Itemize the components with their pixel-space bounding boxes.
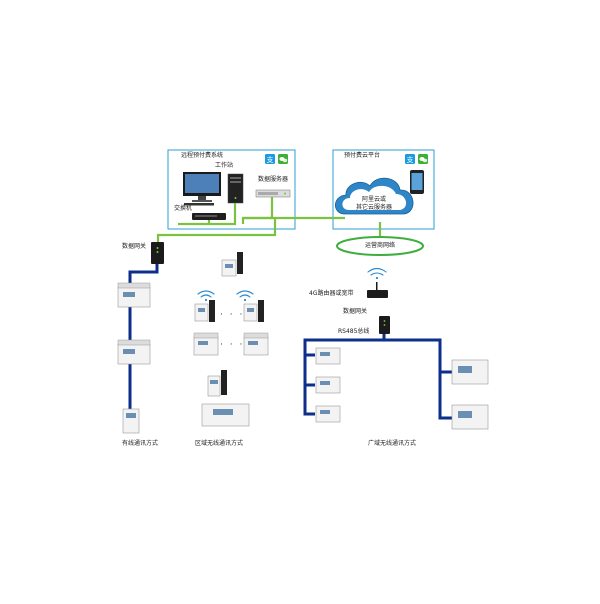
carrier-network-ellipse	[336, 236, 424, 256]
router-icon	[367, 282, 388, 298]
workstation-label: 工作站	[215, 162, 234, 169]
rs485-bus-right	[384, 338, 452, 420]
distribution-cabinet-icon	[201, 403, 250, 427]
wireless-meter-icon	[207, 370, 227, 397]
gateway-left-label: 数据网关	[122, 243, 147, 250]
distribution-cabinet-icon	[451, 359, 489, 385]
cloud-label-line2: 其它云服务器	[355, 204, 393, 211]
wifi-icon	[236, 290, 254, 302]
rs485-bus	[303, 334, 386, 416]
ellipsis-dots: · · ·	[220, 310, 245, 320]
monitor-icon	[183, 172, 221, 206]
wifi-icon	[367, 267, 387, 280]
wireless-meter-icon	[194, 300, 215, 322]
rack-server-icon	[255, 189, 291, 198]
wireless-meter-icon	[221, 252, 243, 277]
energy-meter-icon	[315, 405, 341, 423]
energy-meter-icon	[117, 339, 151, 365]
data-server-label: 数据服务器	[258, 176, 289, 183]
carrier-network-label: 运营商网络	[364, 242, 396, 249]
svg-text:支: 支	[407, 155, 414, 164]
wide-wireless-caption: 广域无线通讯方式	[368, 440, 417, 447]
cloud-platform-title: 预付费云平台	[344, 152, 381, 159]
svg-text:支: 支	[267, 155, 274, 164]
cloud-icon	[334, 177, 414, 215]
local-wireless-caption: 区域无线通讯方式	[195, 440, 244, 447]
distribution-cabinet-icon	[451, 404, 489, 430]
energy-meter-icon	[117, 282, 151, 308]
alipay-icon: 支	[265, 154, 275, 164]
rs485-label: RS485总线	[338, 328, 370, 335]
wechat-icon	[418, 154, 428, 164]
energy-meter-icon	[315, 347, 341, 365]
alipay-icon: 支	[405, 154, 415, 164]
gateway-icon	[379, 316, 390, 334]
energy-meter-icon	[193, 332, 219, 356]
switch-label: 交换机	[174, 205, 193, 212]
energy-meter-icon	[315, 376, 341, 394]
server-tower-icon	[227, 173, 244, 204]
link-to-gateway-left	[156, 218, 277, 243]
switch-icon	[192, 213, 226, 220]
energy-meter-icon	[122, 408, 140, 434]
smartphone-icon	[410, 170, 424, 194]
ellipsis-dots: · · ·	[220, 340, 245, 350]
router-4g-label: 4G路由器或宽带	[309, 290, 354, 297]
link-server-switch	[178, 203, 237, 226]
wireless-meter-icon	[243, 300, 264, 322]
cloud-label-line1: 阿里云或	[361, 196, 387, 203]
remote-system-title: 远程预付费系统	[181, 152, 224, 159]
wifi-icon	[197, 290, 215, 302]
energy-meter-icon	[243, 332, 269, 356]
gateway-icon	[151, 242, 164, 264]
gateway-right-label: 数据网关	[343, 308, 368, 315]
wechat-icon	[278, 154, 288, 164]
wired-mode-caption: 有线通讯方式	[122, 440, 159, 447]
